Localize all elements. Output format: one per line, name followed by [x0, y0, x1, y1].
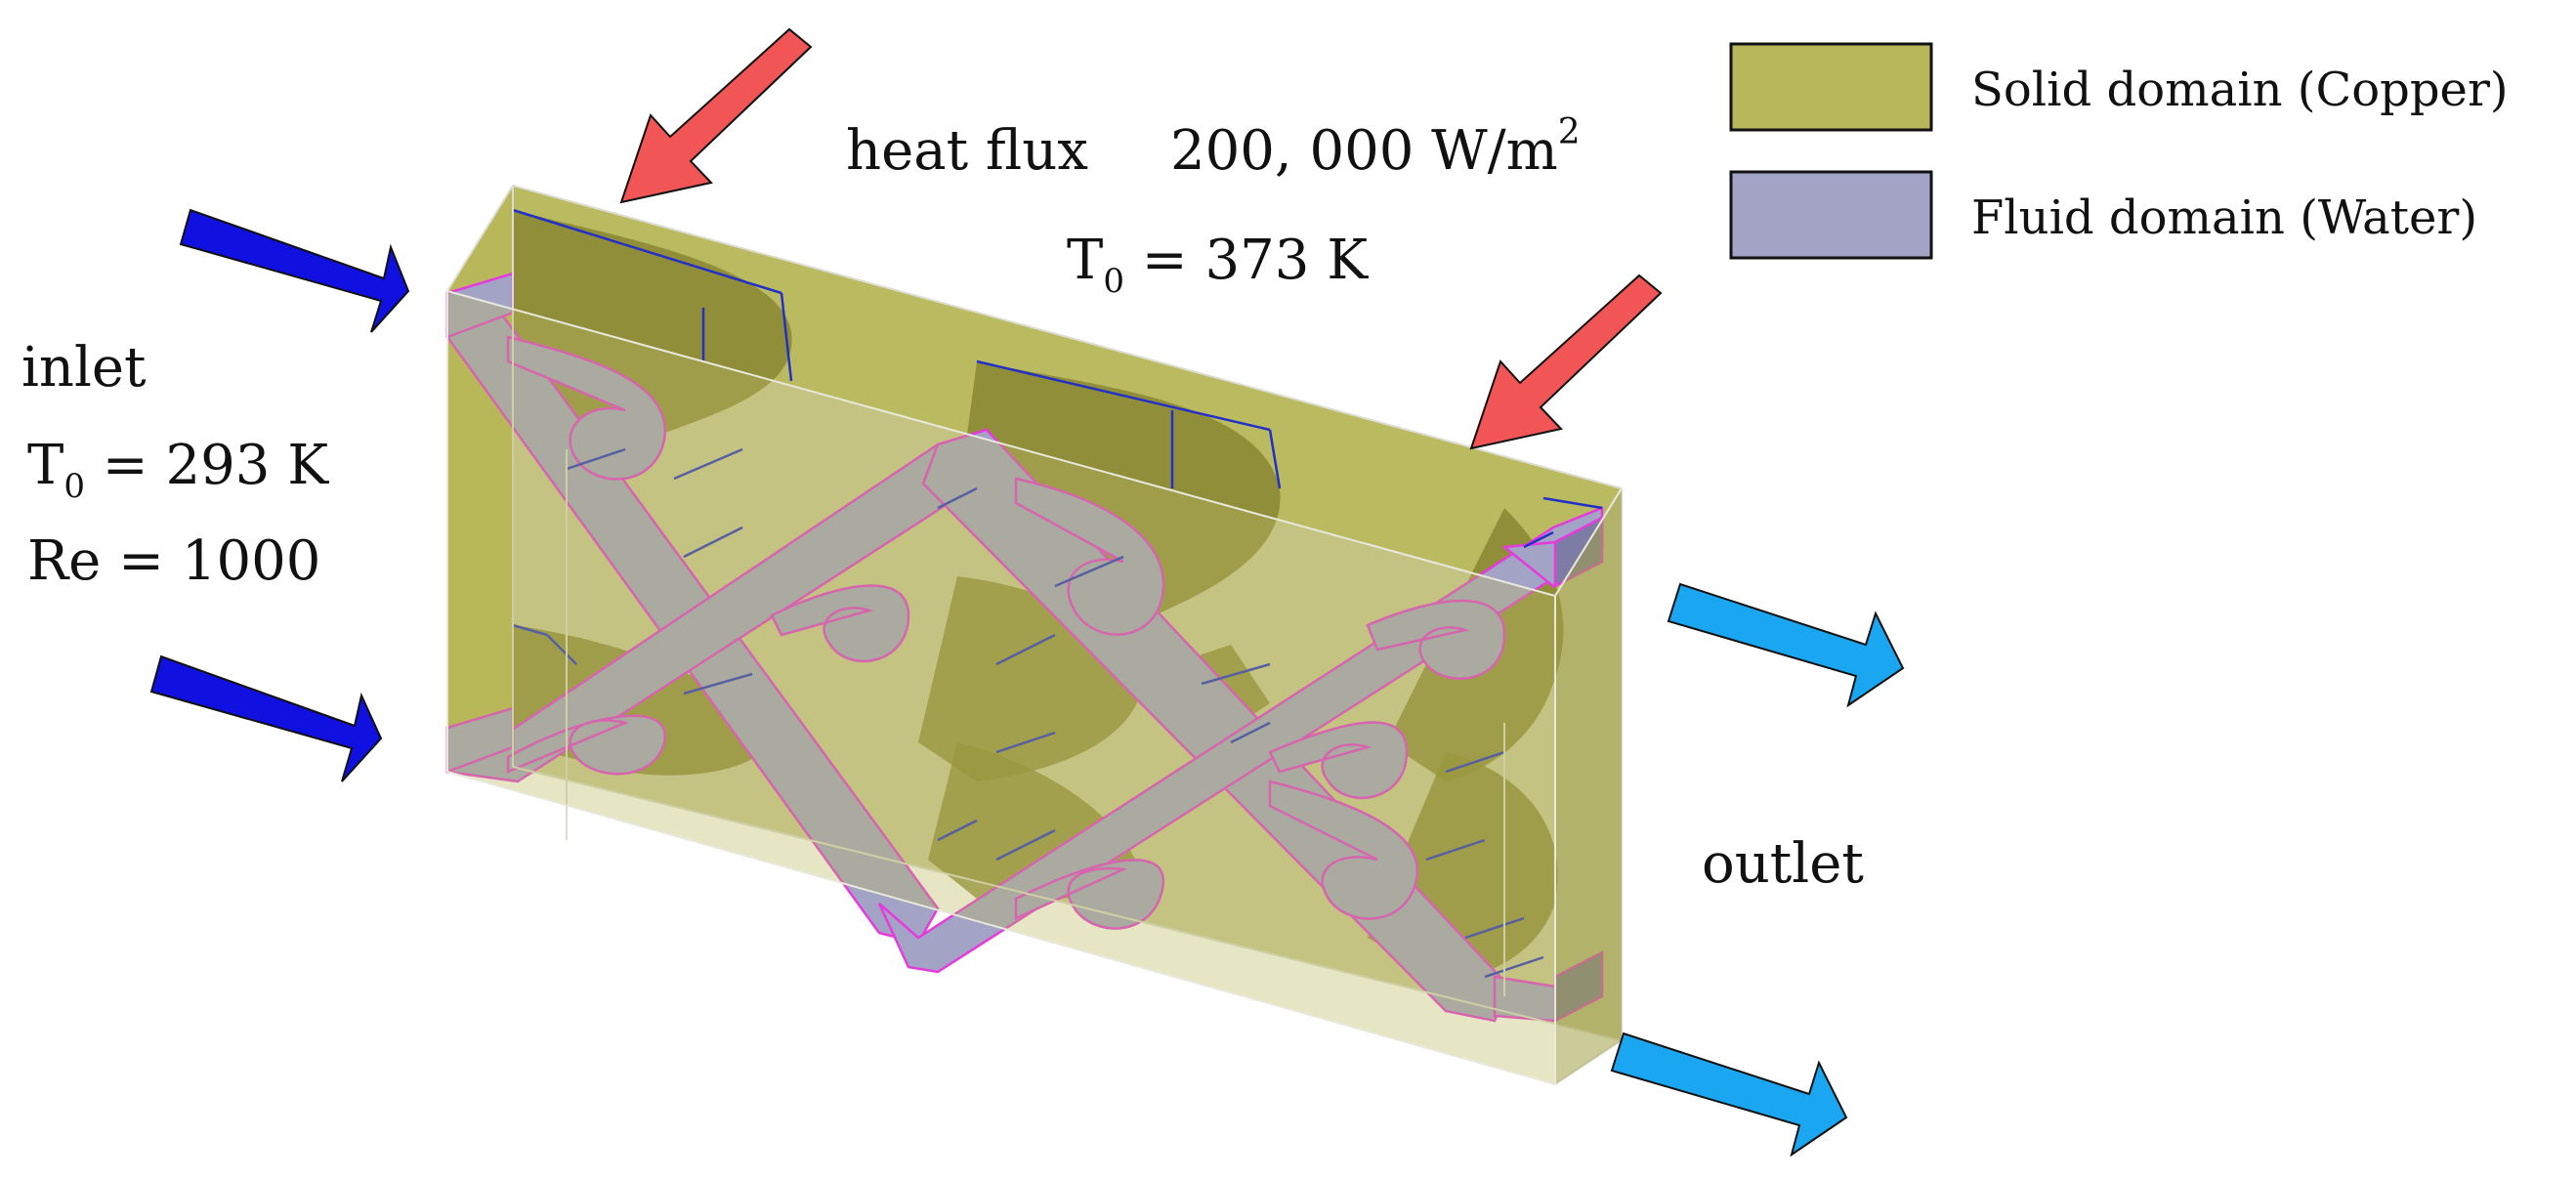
fluid-loop-5 [1014, 859, 1165, 930]
legend-label-solid: Solid domain (Copper) [1971, 63, 2509, 117]
inlet-temperature-label: T0 = 293 K [27, 434, 329, 506]
box-front-outline [446, 289, 1623, 1086]
fluid-loop-4 [770, 584, 910, 663]
inlet-arrow-bottom [149, 654, 383, 782]
fluid-channel-network [445, 291, 1604, 1023]
outlet-label: outlet [1702, 832, 1864, 896]
heat-flux-arrow-right [1469, 274, 1663, 450]
fluid-loop-3 [1014, 477, 1165, 636]
fluid-loop-1 [506, 335, 666, 481]
inlet-arrows [149, 208, 410, 782]
legend-swatch-solid [1729, 42, 1933, 132]
fluid-loop-7 [1268, 780, 1419, 920]
heat-flux-label: heat flux [846, 119, 1088, 183]
fin-edge-lines [512, 208, 1603, 979]
legend: Solid domain (Copper) Fluid domain (Wate… [1729, 42, 2509, 260]
inlet-label: inlet [21, 336, 147, 400]
reynolds-label: Re = 1000 [27, 529, 320, 593]
legend-label-fluid: Fluid domain (Water) [1971, 190, 2477, 245]
solid-front-face [447, 291, 1555, 1084]
fluid-loop-8 [1366, 599, 1506, 680]
legend-swatch-fluid [1729, 170, 1933, 260]
fluid-loop-6 [1268, 721, 1409, 800]
heat-flux-arrows [619, 27, 1663, 450]
boundary-condition-labels: heat flux 200, 000 W/m2 T0 = 373 K inlet… [21, 112, 1864, 896]
inlet-arrow-top [179, 208, 410, 333]
outlet-arrow-bottom [1610, 1032, 1848, 1158]
top-temperature-label: T0 = 373 K [1067, 229, 1369, 301]
fluid-loop-2 [506, 714, 666, 776]
heat-sink-block [445, 184, 1623, 1086]
heat-flux-arrow-left [619, 27, 813, 204]
solid-right-face [1555, 488, 1622, 1084]
heat-flux-value: 200, 000 W/m2 [1170, 112, 1581, 183]
outlet-arrow-top [1667, 582, 1905, 708]
outlet-arrows [1610, 582, 1905, 1158]
